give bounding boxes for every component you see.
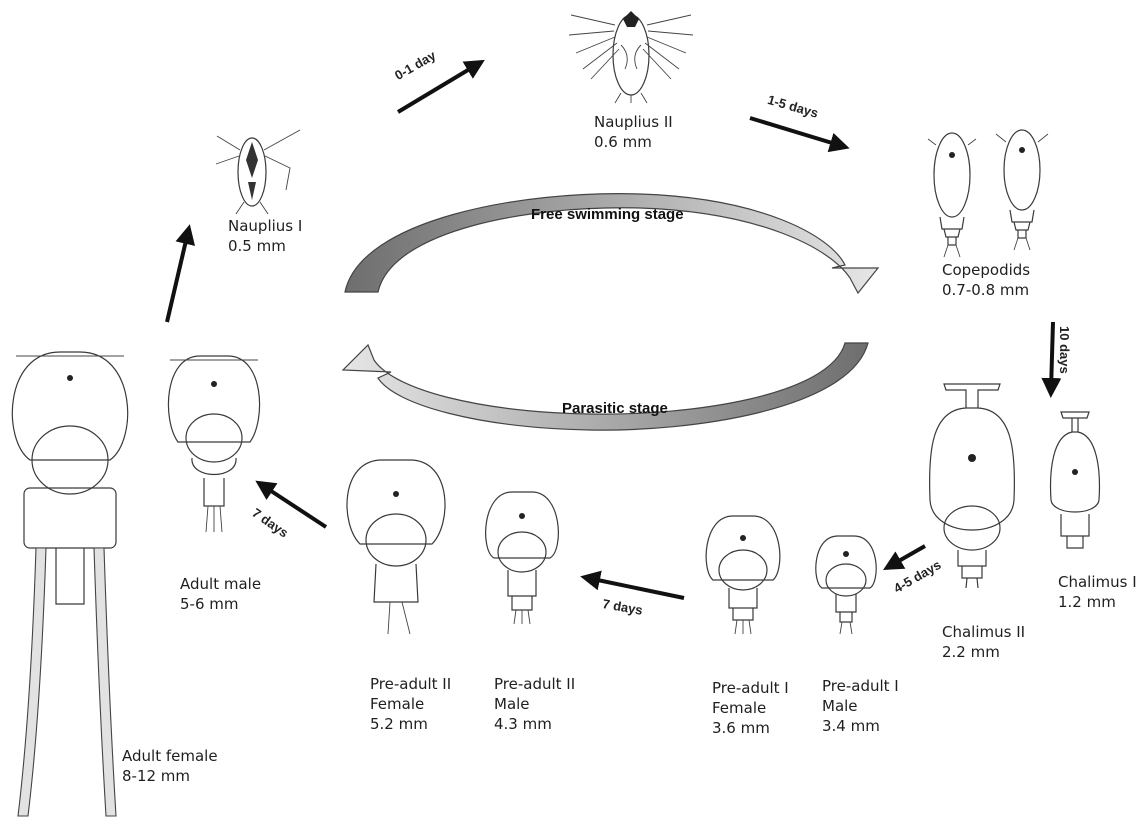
stage-size: 0.7-0.8 mm: [942, 280, 1030, 300]
stage-name: Nauplius I: [228, 216, 302, 236]
nauplius-2-label: Nauplius II 0.6 mm: [594, 112, 673, 152]
arrow-adult-to-nauplius1: [167, 232, 188, 322]
stage-name: Pre-adult II: [494, 674, 575, 694]
stage-sex: Female: [712, 698, 789, 718]
preadult-1-female-label: Pre-adult I Female 3.6 mm: [712, 678, 789, 738]
stage-size: 0.6 mm: [594, 132, 673, 152]
stage-sex: Male: [494, 694, 575, 714]
stage-size: 4.3 mm: [494, 714, 575, 734]
stage-size: 5-6 mm: [180, 594, 261, 614]
adult-male-illustration: [168, 356, 259, 532]
adult-male-label: Adult male 5-6 mm: [180, 574, 261, 614]
stage-size: 1.2 mm: [1058, 592, 1137, 612]
stage-name: Chalimus II: [942, 622, 1025, 642]
stage-sex: Female: [370, 694, 451, 714]
copepodid-illustration-1: [928, 133, 976, 257]
arrow-nauplius2-to-copepodid: [750, 118, 842, 146]
stage-name: Copepodids: [942, 260, 1030, 280]
stage-size: 0.5 mm: [228, 236, 302, 256]
nauplius-1-label: Nauplius I 0.5 mm: [228, 216, 302, 256]
preadult-2-male-label: Pre-adult II Male 4.3 mm: [494, 674, 575, 734]
adult-female-illustration: [12, 352, 127, 816]
duration-copepodid-to-chalimus: 10 days: [1057, 326, 1072, 374]
stage-sex: Male: [822, 696, 899, 716]
parasitic-stage-label: Parasitic stage: [562, 400, 668, 417]
stage-size: 2.2 mm: [942, 642, 1025, 662]
chalimus-1-label: Chalimus I 1.2 mm: [1058, 572, 1137, 612]
preadult-2-female-label: Pre-adult II Female 5.2 mm: [370, 674, 451, 734]
stage-size: 3.4 mm: [822, 716, 899, 736]
nauplius-2-illustration: [569, 11, 693, 103]
stage-name: Pre-adult I: [712, 678, 789, 698]
preadult-2-male-illustration: [486, 492, 559, 624]
parasitic-cycle-arrow: [343, 343, 868, 430]
copepodids-label: Copepodids 0.7-0.8 mm: [942, 260, 1030, 300]
chalimus-2-label: Chalimus II 2.2 mm: [942, 622, 1025, 662]
arrow-preadult1-to-preadult2: [588, 578, 684, 598]
stage-size: 3.6 mm: [712, 718, 789, 738]
stage-name: Chalimus I: [1058, 572, 1137, 592]
adult-female-label: Adult female 8-12 mm: [122, 746, 218, 786]
stage-name: Pre-adult II: [370, 674, 451, 694]
preadult-1-male-label: Pre-adult I Male 3.4 mm: [822, 676, 899, 736]
chalimus-1-illustration: [1051, 412, 1100, 548]
preadult-1-female-illustration: [706, 516, 780, 634]
stage-name: Adult male: [180, 574, 261, 594]
stage-name: Adult female: [122, 746, 218, 766]
stage-size: 5.2 mm: [370, 714, 451, 734]
copepodid-illustration-2: [996, 130, 1048, 250]
stage-name: Nauplius II: [594, 112, 673, 132]
chalimus-2-illustration: [930, 384, 1015, 588]
stage-name: Pre-adult I: [822, 676, 899, 696]
free-swimming-stage-label: Free swimming stage: [531, 206, 684, 223]
nauplius-1-illustration: [216, 130, 300, 214]
arrow-chalimus-to-preadult1: [890, 546, 925, 566]
preadult-2-female-illustration: [347, 460, 445, 634]
preadult-1-male-illustration: [816, 536, 876, 634]
arrow-copepodid-to-chalimus: [1051, 322, 1053, 390]
stage-size: 8-12 mm: [122, 766, 218, 786]
